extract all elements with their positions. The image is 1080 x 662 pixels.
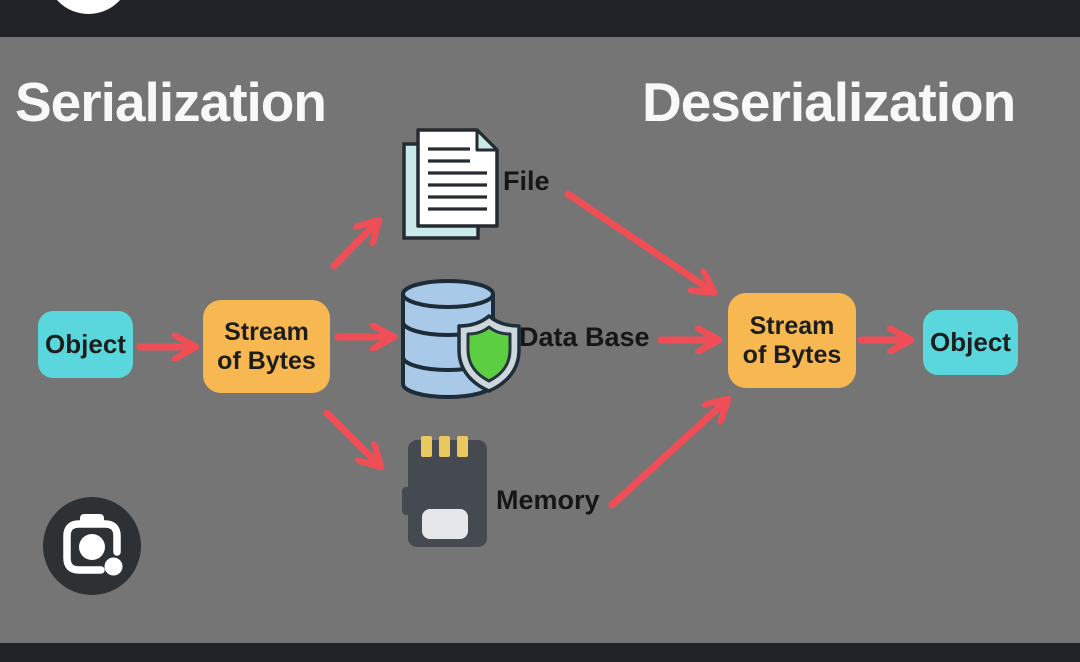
serialization-title: Serialization: [15, 71, 327, 133]
stream-of-bytes-right-node: Stream of Bytes: [728, 293, 856, 388]
database-shield-icon: [398, 278, 526, 407]
arrow-file-to-stream: [564, 190, 712, 291]
memory-card-icon: [398, 430, 493, 555]
bottom-bar: [0, 643, 1080, 662]
database-label: Data Base: [519, 322, 650, 352]
memory-label: Memory: [496, 485, 600, 515]
object-right-label: Object: [930, 327, 1011, 357]
stream-of-bytes-left-node: Stream of Bytes: [203, 300, 330, 393]
stream-right-label: Stream of Bytes: [742, 312, 842, 369]
lens-camera-icon: [44, 497, 140, 596]
deserialization-title: Deserialization: [642, 71, 1016, 133]
stream-left-label: Stream of Bytes: [217, 318, 316, 375]
arrow-memory-to-stream: [608, 401, 726, 509]
arrow-stream-to-file: [330, 222, 377, 270]
diagram-canvas: Serialization Deserialization Object: [0, 37, 1080, 643]
google-lens-button[interactable]: [43, 497, 141, 595]
arrow-stream-to-memory: [323, 409, 379, 465]
file-label: File: [503, 166, 550, 196]
object-left-label: Object: [45, 329, 126, 359]
object-left-node: Object: [38, 311, 133, 378]
file-documents-icon: [400, 128, 500, 247]
object-right-node: Object: [923, 310, 1018, 375]
top-bar: [0, 0, 1080, 37]
